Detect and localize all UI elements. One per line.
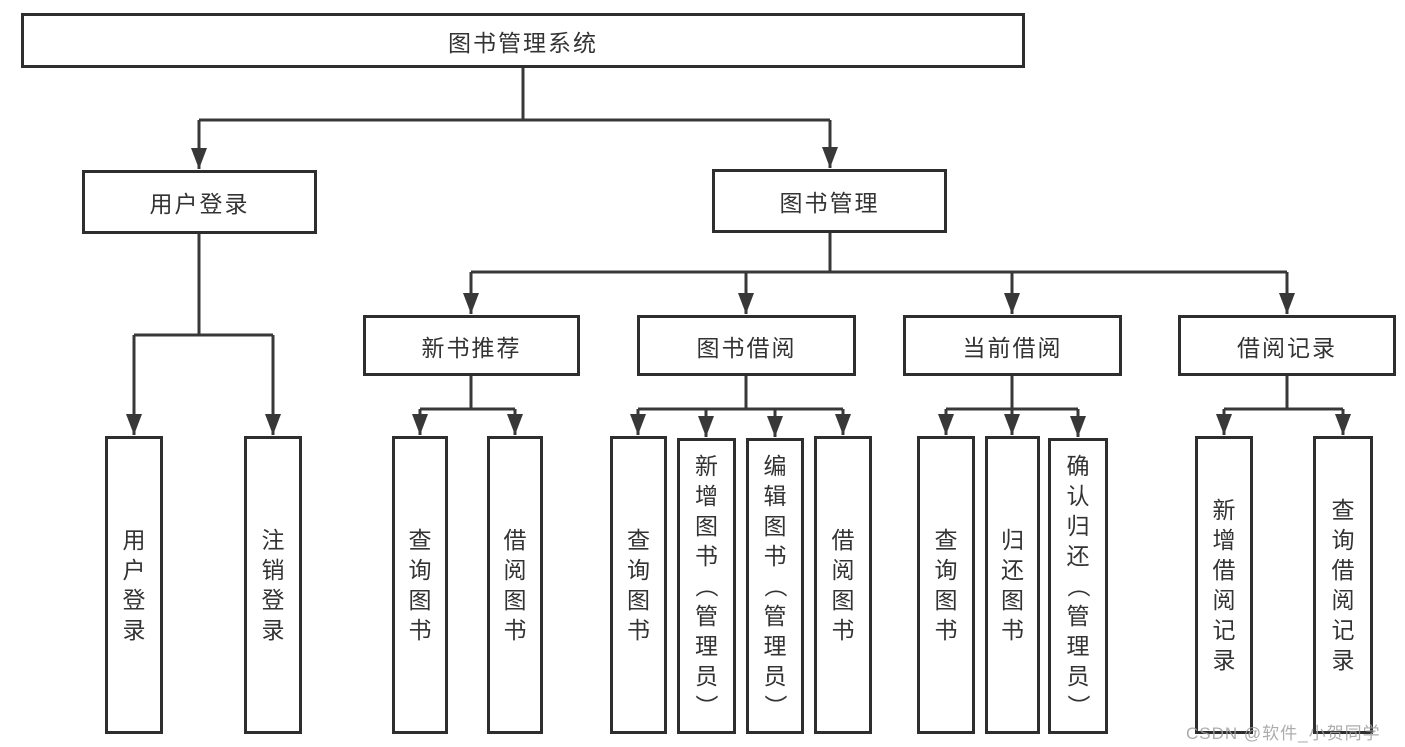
node-new-book-recommend: 新书推荐 (363, 315, 580, 376)
leaf-query-books-current: 查询图书 (917, 436, 975, 734)
node-book-borrowing: 图书借阅 (637, 315, 856, 376)
leaf-add-borrow-record: 新增借阅记录 (1195, 436, 1253, 734)
leaf-user-login: 用户登录 (105, 436, 163, 734)
leaf-borrow-books-recommend: 借阅图书 (487, 436, 543, 734)
leaf-query-books-recommend: 查询图书 (392, 436, 448, 734)
leaf-borrow-books: 借阅图书 (814, 436, 872, 734)
node-user-login: 用户登录 (82, 170, 317, 234)
leaf-logout: 注销登录 (244, 436, 302, 734)
node-book-management: 图书管理 (712, 169, 947, 233)
node-borrowing-records: 借阅记录 (1178, 315, 1396, 376)
watermark-text: CSDN @软件_小贺同学 (1186, 724, 1381, 743)
leaf-edit-books-admin: 编辑图书（管理员） (746, 438, 804, 734)
leaf-add-books-admin: 新增图书（管理员） (677, 438, 736, 734)
node-current-borrowing: 当前借阅 (903, 315, 1122, 376)
leaf-confirm-return-admin: 确认归还（管理员） (1048, 438, 1108, 734)
leaf-return-books: 归还图书 (985, 436, 1040, 734)
leaf-query-books-borrow: 查询图书 (610, 436, 667, 734)
leaf-query-borrow-record: 查询借阅记录 (1313, 436, 1373, 734)
node-library-system: 图书管理系统 (21, 13, 1025, 68)
